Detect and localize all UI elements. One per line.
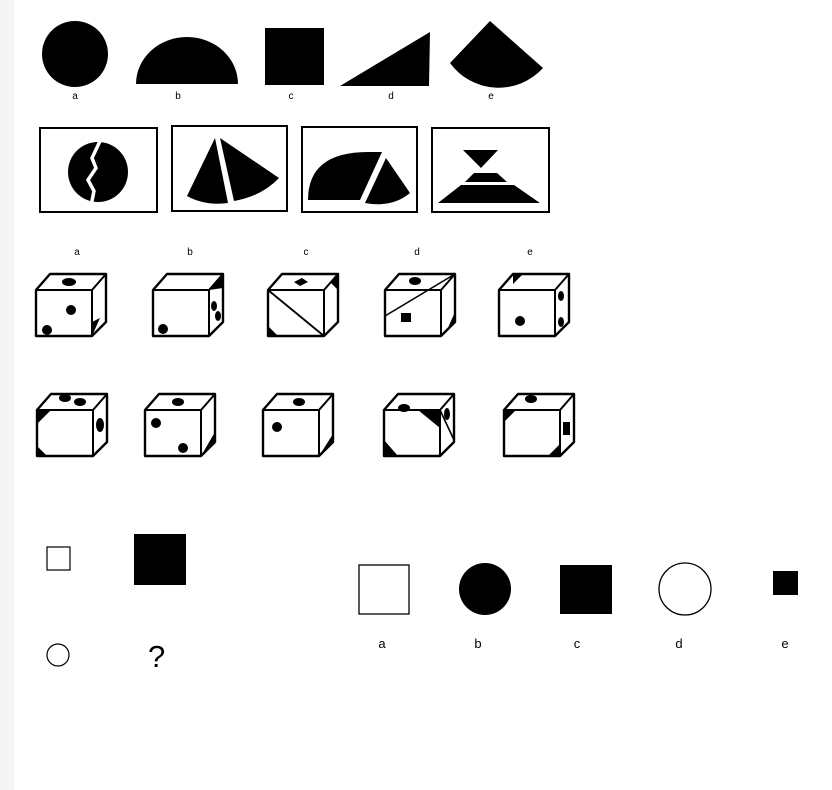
- cube-row-2: [37, 394, 574, 456]
- answer-label-a: a: [378, 637, 385, 650]
- analogy-answers: [359, 563, 798, 615]
- filled-square-icon[interactable]: [560, 565, 612, 614]
- composition-b: [172, 126, 287, 211]
- cube-icon: [268, 274, 338, 336]
- outline-circle-icon[interactable]: [659, 563, 711, 615]
- cube-icon: [153, 274, 223, 336]
- cube-icon: [263, 394, 333, 456]
- large-filled-square-icon: [134, 534, 186, 585]
- answer-label-e: e: [781, 637, 788, 650]
- shape-row: [42, 21, 543, 88]
- cube-label-d: d: [414, 248, 420, 258]
- small-filled-square-icon[interactable]: [773, 571, 798, 595]
- shape-label-e: e: [488, 92, 494, 102]
- shape-label-b: b: [175, 92, 181, 102]
- circle-icon: [42, 21, 108, 87]
- small-outline-square-icon: [47, 547, 70, 570]
- cube-icon: [145, 394, 215, 456]
- cube-icon: [384, 394, 454, 456]
- cube-icon: [499, 274, 569, 336]
- answer-label-d: d: [675, 637, 682, 650]
- filled-circle-icon[interactable]: [459, 563, 511, 615]
- composition-d: [432, 128, 549, 212]
- composition-a: [40, 128, 157, 212]
- shape-label-d: d: [388, 92, 394, 102]
- composition-c: [302, 127, 417, 212]
- square-icon: [265, 28, 324, 85]
- cube-label-e: e: [527, 248, 533, 258]
- small-outline-circle-icon: [47, 644, 69, 666]
- shape-label-c: c: [289, 92, 294, 102]
- half-disc-icon: [136, 37, 238, 84]
- question-mark: ?: [148, 641, 165, 672]
- sector-icon: [450, 21, 543, 88]
- cube-icon: [36, 274, 106, 336]
- cube-icon: [504, 394, 574, 456]
- answer-label-c: c: [574, 637, 581, 650]
- cube-label-b: b: [187, 248, 193, 258]
- outline-square-icon[interactable]: [359, 565, 409, 614]
- cube-icon: [37, 394, 107, 456]
- answer-label-b: b: [474, 637, 481, 650]
- triangle-icon: [340, 32, 430, 86]
- shape-label-a: a: [72, 92, 78, 102]
- cube-label-a: a: [74, 248, 80, 258]
- cube-label-c: c: [304, 248, 309, 258]
- composition-row: [40, 126, 549, 212]
- cube-row-1: [36, 274, 569, 336]
- cube-icon: [385, 274, 455, 336]
